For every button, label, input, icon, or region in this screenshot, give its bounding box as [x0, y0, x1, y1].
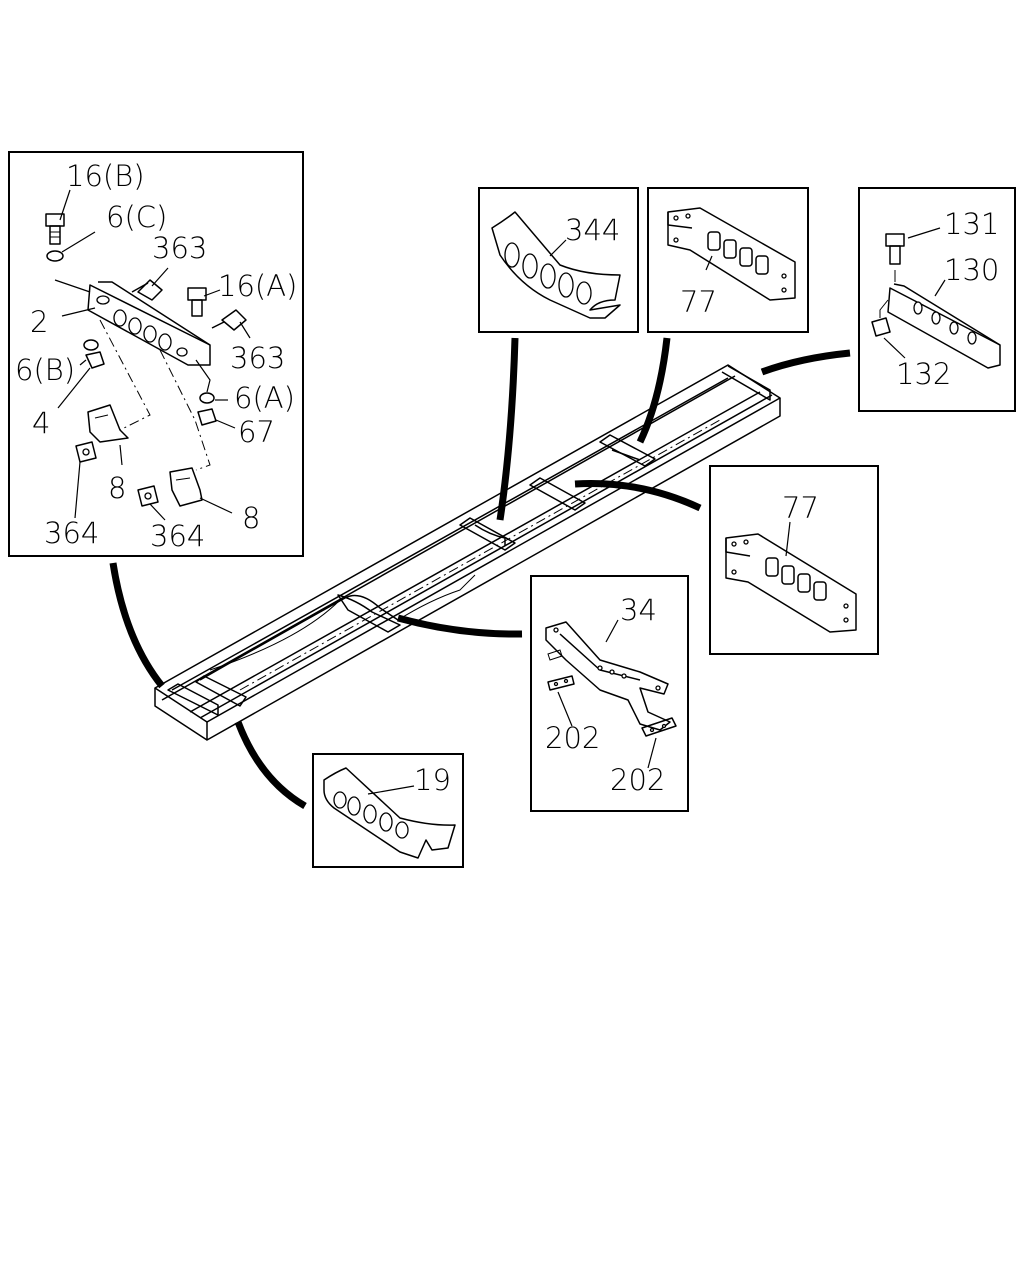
- bolt-16a-icon: [187, 287, 207, 317]
- crossmember-77-right-icon: [725, 533, 857, 633]
- crossmember-34-panel: 34 202 202: [530, 575, 689, 812]
- plate-202-right-icon: [641, 717, 677, 737]
- crossmember-77-right-panel: 77: [709, 465, 879, 655]
- label-202-left: 202: [545, 721, 600, 755]
- nut-67-icon: [197, 408, 217, 426]
- label-364-left: 364: [44, 516, 99, 550]
- label-4: 4: [32, 406, 50, 440]
- nut-364-left-icon: [75, 441, 97, 463]
- label-131: 131: [944, 207, 999, 241]
- chassis-frame: [154, 364, 781, 741]
- label-132: 132: [896, 357, 951, 391]
- label-8-left: 8: [108, 471, 126, 505]
- label-202-right: 202: [610, 763, 665, 797]
- callout-arrows: [109, 337, 851, 810]
- washer-6b-icon: [83, 339, 99, 351]
- washer-6a-icon: [199, 392, 215, 404]
- label-67: 67: [238, 415, 275, 449]
- label-130: 130: [944, 253, 999, 287]
- bolt-16b-icon: [45, 213, 65, 245]
- plate-202-left-icon: [547, 675, 575, 691]
- crossmember-77-top-panel: 77: [647, 187, 809, 333]
- bracket-8-left-icon: [87, 404, 129, 443]
- label-8-right: 8: [242, 501, 260, 535]
- label-16a: 16(A): [218, 269, 297, 303]
- crossmember-19-icon: [323, 767, 456, 859]
- label-77-right: 77: [782, 491, 819, 525]
- label-6b: 6(B): [15, 353, 75, 387]
- label-6c: 6(C): [106, 200, 167, 234]
- nut-364-right-icon: [137, 485, 159, 507]
- crossmember-344-icon: [491, 211, 621, 319]
- label-363-top: 363: [152, 231, 207, 265]
- label-19: 19: [414, 763, 451, 797]
- label-34: 34: [620, 593, 657, 627]
- crossmember-34-icon: [545, 621, 671, 731]
- nut-4-icon: [85, 351, 105, 369]
- crossmember-77-top-icon: [667, 207, 796, 301]
- label-6a: 6(A): [234, 381, 295, 415]
- washer-6c-icon: [46, 250, 64, 262]
- label-16b: 16(B): [66, 159, 145, 193]
- nut-132-icon: [871, 317, 891, 337]
- label-364-right: 364: [150, 519, 205, 553]
- crossmember-19-panel: 19: [312, 753, 464, 868]
- bolt-363-side-icon: [211, 309, 247, 331]
- label-363-side: 363: [230, 341, 285, 375]
- label-344: 344: [565, 213, 620, 247]
- label-77-top: 77: [680, 285, 717, 319]
- bolt-131-icon: [885, 233, 905, 265]
- crossmember-130-icon: [887, 283, 1001, 369]
- bracket-8-right-icon: [169, 467, 203, 507]
- label-2: 2: [30, 305, 48, 339]
- bolt-363-icon: [131, 279, 163, 301]
- crossmember-130-panel: 131 130 132: [858, 187, 1016, 412]
- bracket-assembly-panel: 16(B) 6(C) 363 16(A) 2 363 6(B) 6(A) 4 6…: [8, 151, 304, 557]
- crossmember-344-panel: 344: [478, 187, 639, 333]
